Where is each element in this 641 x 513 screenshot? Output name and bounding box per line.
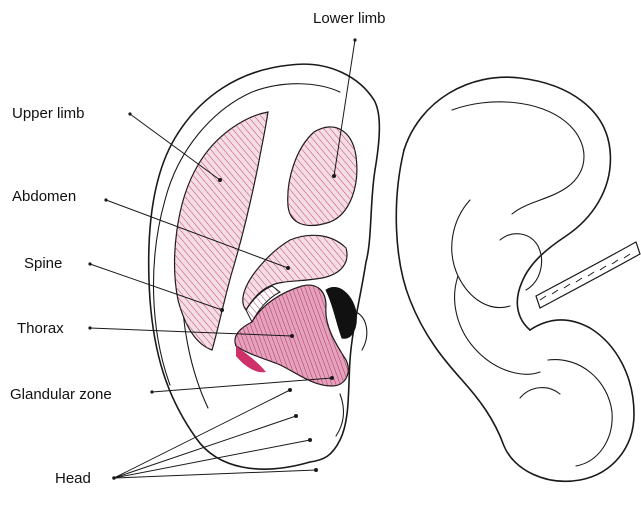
leader-upper-limb <box>130 114 220 180</box>
label-head: Head <box>55 470 91 487</box>
label-upper-limb: Upper limb <box>12 105 85 122</box>
tragus-outline <box>356 312 367 350</box>
lobe-inner-line <box>336 394 343 436</box>
label-spine: Spine <box>24 255 62 272</box>
ear-posterior-view <box>396 77 640 481</box>
ear-canal <box>326 287 356 338</box>
label-abdomen: Abdomen <box>12 188 76 205</box>
label-lower-limb: Lower limb <box>313 10 386 27</box>
leader-head-3 <box>114 440 310 478</box>
label-glandular-zone: Glandular zone <box>10 386 112 403</box>
leader-head-4 <box>114 470 316 478</box>
leader-head-1 <box>114 390 290 478</box>
label-thorax: Thorax <box>17 320 64 337</box>
leader-glandular-zone <box>152 378 332 392</box>
